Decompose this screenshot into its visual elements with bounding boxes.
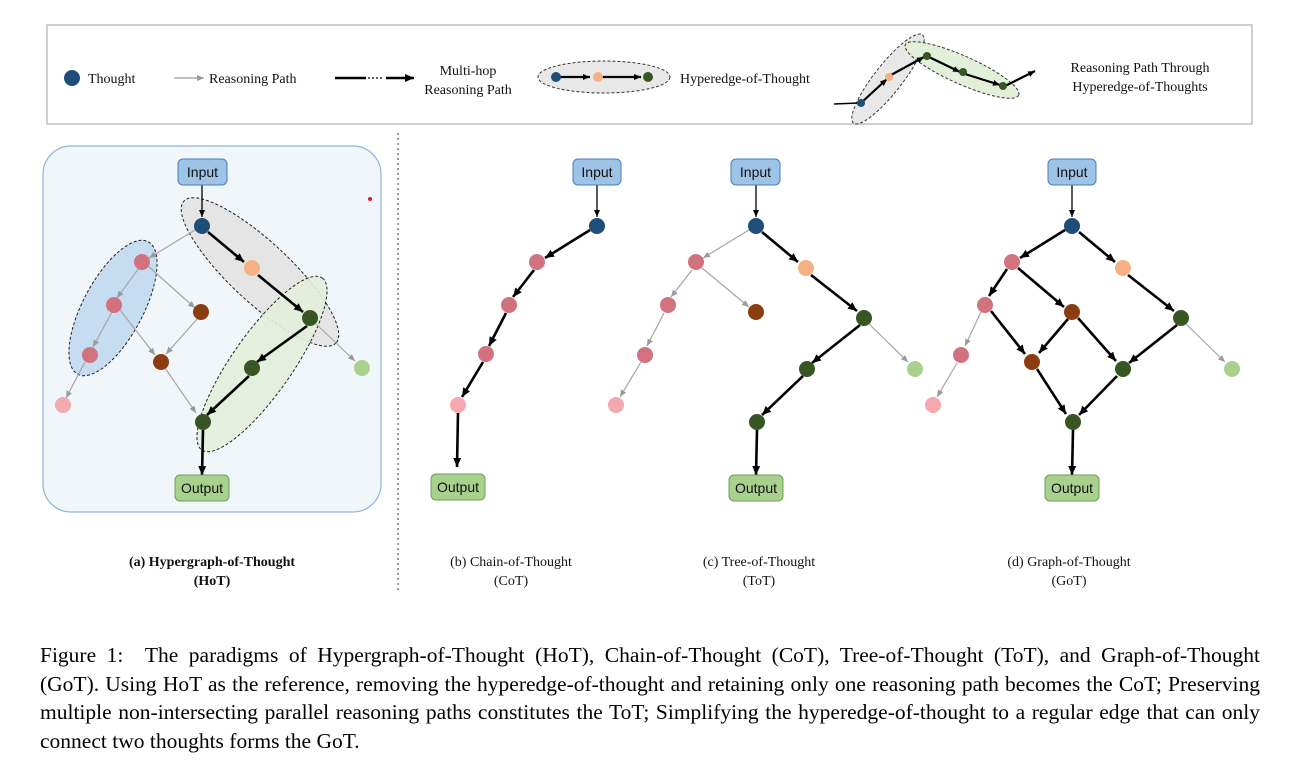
- tot-thought-node: [660, 297, 676, 313]
- hot-thought-node: [354, 360, 370, 376]
- tot-thought-node: [637, 347, 653, 363]
- got-input-node: [1047, 158, 1097, 186]
- cot-input-node: [572, 158, 622, 186]
- legend-reasoning-path-label: Reasoning Path: [209, 72, 297, 87]
- tot-thought-node: [798, 260, 814, 276]
- cot-thought-node: [501, 297, 517, 313]
- panel-c-subtitle: (ToT): [743, 574, 776, 589]
- panel-c-title: (c) Tree-of-Thought: [703, 555, 815, 570]
- panel-b-title: (b) Chain-of-Thought: [450, 555, 572, 570]
- hot-thought-node: [106, 297, 122, 313]
- tot-thought-node: [799, 361, 815, 377]
- hot-thought-node: [302, 310, 318, 326]
- hot-output-node: [174, 474, 230, 502]
- got-thought-node: [1064, 304, 1080, 320]
- hot-thought-node: [55, 397, 71, 413]
- panel-got: Input Output: [925, 158, 1240, 502]
- hot-thought-node: [153, 354, 169, 370]
- got-input-label: Input: [1056, 164, 1087, 180]
- panel-a-title: (a) Hypergraph-of-Thought: [129, 555, 295, 570]
- got-thought-node: [1115, 260, 1131, 276]
- hot-thought-node: [134, 254, 150, 270]
- hyperedge-green: [196, 275, 328, 453]
- got-thought-node: [1115, 361, 1131, 377]
- got-thought-node: [1064, 218, 1080, 234]
- path-through-hyperedge-legend-icon: [833, 33, 1036, 125]
- hot-background: [42, 145, 382, 513]
- cot-output-label: Output: [437, 479, 479, 495]
- tot-input-label: Input: [740, 164, 771, 180]
- figure-diagram: Thought Reasoning Path Multi-hop Reasoni…: [42, 24, 1253, 590]
- tot-thought-node: [748, 218, 764, 234]
- figure-caption: Figure 1: The paradigms of Hypergraph-of…: [40, 643, 1260, 753]
- hot-thought-node: [194, 218, 210, 234]
- got-thought-node: [1004, 254, 1020, 270]
- hot-input-label: Input: [187, 164, 218, 180]
- legend-through-line2: Hyperedge-of-Thoughts: [1072, 80, 1207, 95]
- panel-cot: Input Output: [430, 158, 622, 501]
- legend-multihop-line1: Multi-hop: [440, 64, 497, 79]
- got-thought-node: [1024, 354, 1040, 370]
- hyperedge-legend-icon: [537, 60, 671, 94]
- got-output-label: Output: [1051, 480, 1093, 496]
- hot-output-label: Output: [181, 480, 223, 496]
- hot-thought-node: [244, 360, 260, 376]
- tot-thought-node: [608, 397, 624, 413]
- got-thought-node: [925, 397, 941, 413]
- got-thought-node: [1173, 310, 1189, 326]
- tot-thought-node: [856, 310, 872, 326]
- hot-red-dot: [368, 197, 372, 201]
- cot-input-label: Input: [581, 164, 612, 180]
- cot-thought-node: [529, 254, 545, 270]
- cot-thought-node: [450, 397, 466, 413]
- hot-thought-node: [193, 304, 209, 320]
- panel-tot: Input Output: [608, 158, 923, 502]
- legend-multihop-line2: Reasoning Path: [424, 83, 512, 98]
- hot-thought-node: [82, 347, 98, 363]
- panel-a-subtitle: (HoT): [194, 574, 231, 589]
- tot-thought-node: [749, 414, 765, 430]
- tot-output-node: [728, 474, 784, 502]
- hot-input-node: [177, 158, 228, 186]
- got-thought-node: [977, 297, 993, 313]
- tot-input-node: [730, 158, 781, 186]
- got-thought-node: [953, 347, 969, 363]
- legend-hyperedge-label: Hyperedge-of-Thought: [680, 72, 810, 87]
- cot-output-node: [430, 473, 486, 501]
- legend-thought-label: Thought: [88, 72, 136, 87]
- cot-thought-node: [589, 218, 605, 234]
- got-thought-node: [1065, 414, 1081, 430]
- hot-thought-node: [195, 414, 211, 430]
- got-output-node: [1044, 474, 1100, 502]
- got-thought-node: [1224, 361, 1240, 377]
- tot-thought-node: [907, 361, 923, 377]
- thought-legend-icon: [64, 70, 80, 86]
- panel-hot: Input Output: [42, 145, 382, 513]
- hot-thought-node: [244, 260, 260, 276]
- tot-thought-node: [688, 254, 704, 270]
- legend-through-line1: Reasoning Path Through: [1071, 61, 1210, 76]
- panel-d-title: (d) Graph-of-Thought: [1007, 555, 1130, 570]
- tot-thought-node: [748, 304, 764, 320]
- tot-output-label: Output: [735, 480, 777, 496]
- panel-b-subtitle: (CoT): [494, 574, 529, 589]
- panel-d-subtitle: (GoT): [1052, 574, 1087, 589]
- cot-thought-node: [478, 346, 494, 362]
- legend: Thought Reasoning Path Multi-hop Reasoni…: [46, 24, 1253, 125]
